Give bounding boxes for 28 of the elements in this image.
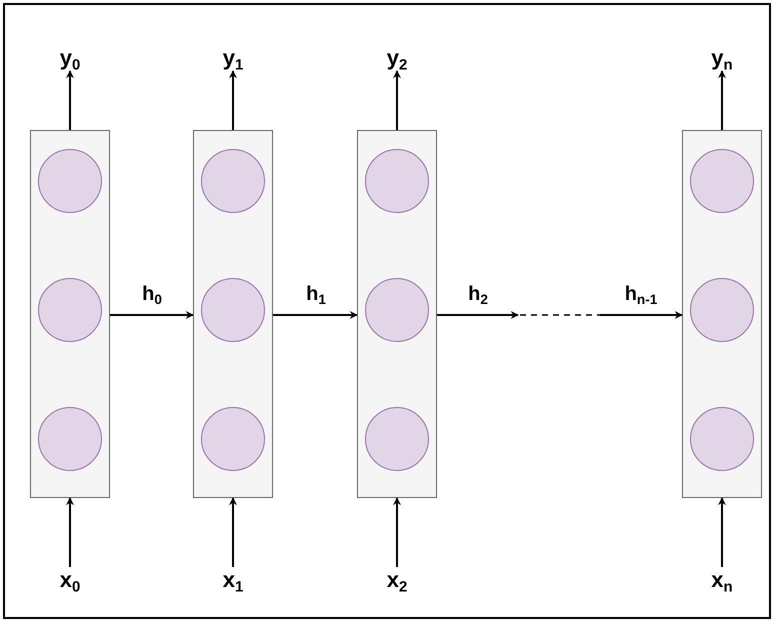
arrow bbox=[66, 70, 74, 130]
layer-box bbox=[30, 130, 110, 498]
variable-label: x$_{1}$ bbox=[213, 567, 253, 600]
arrow bbox=[437, 311, 519, 319]
variable-label: x$_{n}$ bbox=[702, 567, 742, 600]
variable-label: y$_{1}$ bbox=[213, 45, 253, 78]
variable-label: y$_{2}$ bbox=[377, 45, 417, 78]
arrow bbox=[273, 311, 358, 319]
edge-label: h$_{1}$ bbox=[306, 282, 326, 310]
arrow bbox=[110, 311, 194, 319]
layer-box bbox=[357, 130, 437, 498]
arrow bbox=[718, 70, 726, 130]
arrow bbox=[229, 497, 237, 567]
edge-label: h$_{0}$ bbox=[142, 282, 162, 310]
arrow bbox=[393, 70, 401, 130]
layer-box bbox=[193, 130, 273, 498]
edge-label: h$_{n-1}$ bbox=[624, 282, 658, 310]
arrow bbox=[600, 311, 683, 319]
arrow bbox=[229, 70, 237, 130]
arrow bbox=[393, 497, 401, 567]
variable-label: x$_{0}$ bbox=[50, 567, 90, 600]
layer-box bbox=[682, 130, 762, 498]
arrow bbox=[66, 497, 74, 567]
arrow bbox=[718, 497, 726, 567]
variable-label: x$_{2}$ bbox=[377, 567, 417, 600]
variable-label: y$_{0}$ bbox=[50, 45, 90, 78]
variable-label: y$_{n}$ bbox=[702, 45, 742, 78]
edge-label: h$_{2}$ bbox=[468, 282, 488, 310]
